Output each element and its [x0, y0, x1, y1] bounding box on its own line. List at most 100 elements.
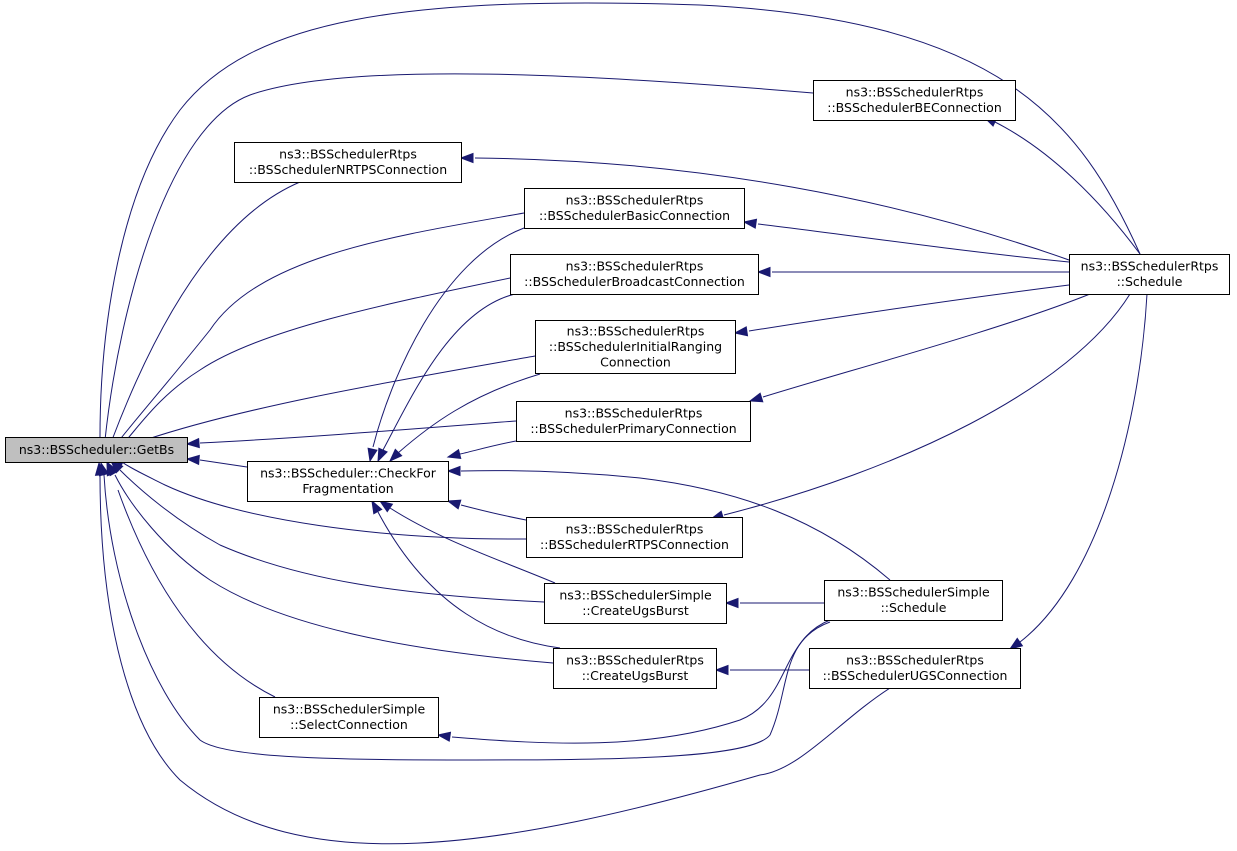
edge-selectconn-to-getbs: [106, 461, 276, 698]
node-box[interactable]: [234, 142, 462, 183]
node-label-line: ns3::BSSchedulerSimple: [273, 702, 426, 717]
node-label-line: ns3::BSSchedulerSimple: [559, 588, 712, 603]
edge-line: [111, 181, 301, 441]
node-label-line: ::Schedule: [881, 600, 947, 615]
node-rtps-conn[interactable]: ns3::BSSchedulerRtps::BSSchedulerRTPSCon…: [526, 517, 743, 558]
edge-line: [460, 470, 891, 581]
edge-ugs_conn-to-rtps_ugs: [714, 664, 809, 676]
edge-line: [117, 489, 276, 698]
node-ugs-conn[interactable]: ns3::BSSchedulerRtps::BSSchedulerUGSConn…: [809, 648, 1021, 689]
node-box[interactable]: [824, 580, 1003, 621]
node-label-line: ::BSSchedulerBroadcastConnection: [524, 274, 745, 289]
edge-line: [748, 284, 1070, 332]
node-box[interactable]: [259, 697, 439, 738]
node-box[interactable]: [524, 188, 745, 229]
node-box[interactable]: [553, 648, 717, 689]
node-box[interactable]: [247, 461, 449, 502]
node-label-line: ns3::BSSchedulerRtps: [565, 406, 703, 421]
node-label-line: ::CreateUgsBurst: [582, 668, 689, 683]
edge-arrowhead: [377, 447, 388, 463]
node-label-line: ::SelectConnection: [290, 717, 408, 732]
edge-arrowhead: [756, 266, 771, 278]
node-getbs[interactable]: ns3::BSScheduler::GetBs: [5, 437, 188, 463]
node-box[interactable]: [535, 320, 736, 374]
node-nrtps[interactable]: ns3::BSSchedulerRtps::BSSchedulerNRTPSCo…: [234, 142, 462, 183]
edge-arrowhead: [367, 447, 378, 463]
edge-line: [144, 355, 536, 441]
edge-line: [762, 293, 1091, 398]
node-box[interactable]: [1069, 254, 1230, 295]
node-box[interactable]: [516, 401, 751, 442]
edge-rtps_schedule-to-rtps_conn: [709, 293, 1131, 521]
node-initial[interactable]: ns3::BSSchedulerRtps::BSSchedulerInitial…: [535, 320, 736, 374]
edge-line: [460, 504, 527, 521]
edge-simple_schedule-to-checkfrag: [446, 465, 891, 581]
edge-rtps_schedule-to-primary: [748, 293, 1091, 403]
edge-arrowhead: [1008, 637, 1024, 650]
edge-line: [459, 440, 517, 455]
node-basic[interactable]: ns3::BSSchedulerRtps::BSSchedulerBasicCo…: [524, 188, 745, 229]
node-simple-schedule[interactable]: ns3::BSSchedulerSimple::Schedule: [824, 580, 1003, 621]
edge-line: [99, 2, 1141, 438]
node-box[interactable]: [813, 80, 1016, 121]
node-broadcast[interactable]: ns3::BSSchedulerRtps::BSSchedulerBroadca…: [510, 254, 759, 295]
node-label-line: ns3::BSSchedulerRtps: [566, 653, 704, 668]
edge-line: [99, 474, 891, 845]
node-label-line: ::BSSchedulerUGSConnection: [823, 668, 1008, 683]
edge-arrowhead: [388, 448, 403, 463]
node-label-line: ::CreateUgsBurst: [582, 603, 689, 618]
edge-line: [103, 474, 831, 761]
node-box[interactable]: [510, 254, 759, 295]
edge-arrowhead: [714, 664, 729, 676]
edge-line: [199, 420, 517, 444]
nodes-layer: ns3::BSScheduler::GetBsns3::BSScheduler:…: [5, 80, 1230, 738]
node-label-line: ns3::BSSchedulerRtps: [846, 85, 984, 100]
edge-rtps_schedule-to-broadcast: [756, 266, 1069, 278]
edge-line: [122, 277, 511, 445]
edge-rtps_conn-to-checkfrag: [446, 499, 527, 521]
node-rtps-ugs[interactable]: ns3::BSSchedulerRtps::CreateUgsBurst: [553, 648, 717, 689]
edge-simple_ugs-to-checkfrag: [378, 500, 556, 584]
edge-line: [994, 121, 1141, 255]
edge-line: [1019, 293, 1148, 643]
edge-rtps_schedule-to-nrtps: [459, 152, 1070, 261]
node-be[interactable]: ns3::BSSchedulerRtps::BSSchedulerBEConne…: [813, 80, 1016, 121]
edge-line: [121, 461, 527, 540]
edge-arrowhead: [185, 454, 200, 466]
edge-primary-to-checkfrag: [446, 440, 517, 460]
edge-line: [372, 227, 525, 448]
edge-arrowhead: [109, 459, 124, 474]
node-label-line: ::BSSchedulerInitialRanging: [549, 339, 722, 354]
edge-line: [474, 157, 1070, 261]
node-box[interactable]: [809, 648, 1021, 689]
edge-arrowhead: [446, 465, 461, 477]
edge-rtps_ugs-to-checkfrag: [371, 499, 561, 649]
edge-line: [451, 619, 831, 744]
edge-simple_schedule-to-simple_ugs: [724, 597, 824, 609]
edge-line: [389, 507, 556, 584]
node-label-line: ns3::BSSchedulerRtps: [566, 259, 704, 274]
edge-basic-to-checkfrag: [367, 227, 525, 463]
node-label-line: ns3::BSScheduler::GetBs: [19, 442, 174, 457]
edge-arrowhead: [185, 437, 200, 449]
node-box[interactable]: [526, 517, 743, 558]
edge-line: [114, 474, 554, 664]
edge-simple_schedule-to-selectconn: [436, 619, 831, 744]
edge-line: [382, 293, 516, 451]
node-selectconn[interactable]: ns3::BSSchedulerSimple::SelectConnection: [259, 697, 439, 738]
edge-checkfrag-to-getbs: [185, 454, 248, 468]
edge-arrowhead: [733, 326, 749, 337]
node-primary[interactable]: ns3::BSSchedulerRtps::BSSchedulerPrimary…: [516, 401, 751, 442]
node-rtps-schedule[interactable]: ns3::BSSchedulerRtps::Schedule: [1069, 254, 1230, 295]
node-label-line: ::BSSchedulerNRTPSConnection: [249, 162, 447, 177]
edge-arrowhead: [378, 500, 394, 513]
edge-basic-to-getbs: [109, 212, 525, 453]
edge-ugs_conn-to-getbs: [94, 461, 891, 845]
node-simple-ugs[interactable]: ns3::BSSchedulerSimple::CreateUgsBurst: [544, 583, 727, 624]
node-label-line: ns3::BSSchedulerRtps: [566, 193, 704, 208]
node-box[interactable]: [5, 437, 188, 463]
node-box[interactable]: [544, 583, 727, 624]
node-label-line: ::BSSchedulerBasicConnection: [539, 208, 730, 223]
